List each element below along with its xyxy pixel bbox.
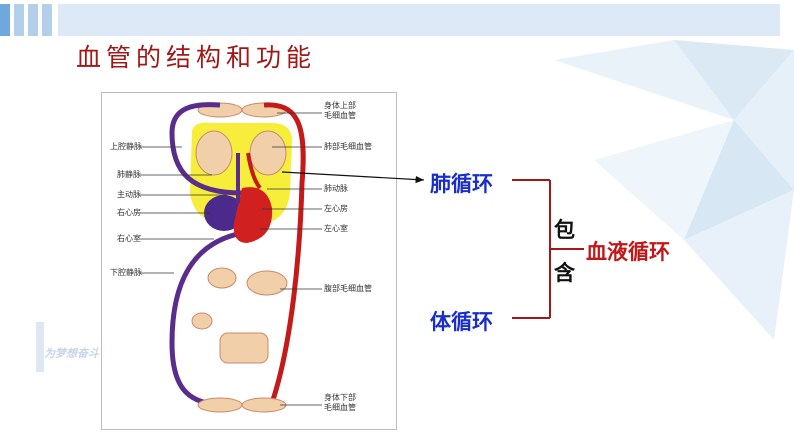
label-right-ventricle: 右心室 <box>117 234 141 243</box>
label-aorta: 主动脉 <box>117 190 141 199</box>
decorative-square <box>0 4 10 36</box>
label-left-ventricle: 左心室 <box>324 224 348 233</box>
header-decoration <box>0 0 794 44</box>
circulation-illustration <box>140 102 322 413</box>
systemic-circulation-label: 体循环 <box>430 310 493 334</box>
slide-title: 血管的结构和功能 <box>76 43 317 72</box>
include-label-bottom: 含 <box>554 261 575 285</box>
decorative-square <box>42 4 52 36</box>
label-inferior-vena-cava: 下腔静脉 <box>110 268 142 277</box>
circulation-diagram: 上腔静脉 肺静脉 主动脉 右心房 右心室 下腔静脉 身体上部 毛细血管 肺部毛细… <box>101 92 397 430</box>
watermark-text: 为梦想奋斗 <box>44 347 99 360</box>
label-upper-body-capillaries: 身体上部 毛细血管 <box>324 101 356 120</box>
label-right-atrium: 右心房 <box>117 208 141 217</box>
label-pulmonary-vein: 肺静脉 <box>117 170 141 179</box>
include-label-top: 包 <box>554 218 575 242</box>
watermark-logo <box>36 322 44 372</box>
decorative-background <box>554 40 794 340</box>
title-band <box>58 4 780 36</box>
decorative-square <box>28 4 38 36</box>
label-left-atrium: 左心房 <box>324 204 348 213</box>
label-pulmonary-artery: 肺动脉 <box>324 184 348 193</box>
label-lower-body-capillaries: 身体下部 毛细血管 <box>324 393 356 412</box>
label-lung-capillaries: 肺部毛细血管 <box>324 142 372 151</box>
decorative-square <box>14 4 24 36</box>
blood-circulation-label: 血液循环 <box>586 240 670 264</box>
label-superior-vena-cava: 上腔静脉 <box>110 142 142 151</box>
label-abdominal-capillaries: 腹部毛细血管 <box>324 284 372 293</box>
pulmonary-circulation-label: 肺循环 <box>430 172 493 196</box>
